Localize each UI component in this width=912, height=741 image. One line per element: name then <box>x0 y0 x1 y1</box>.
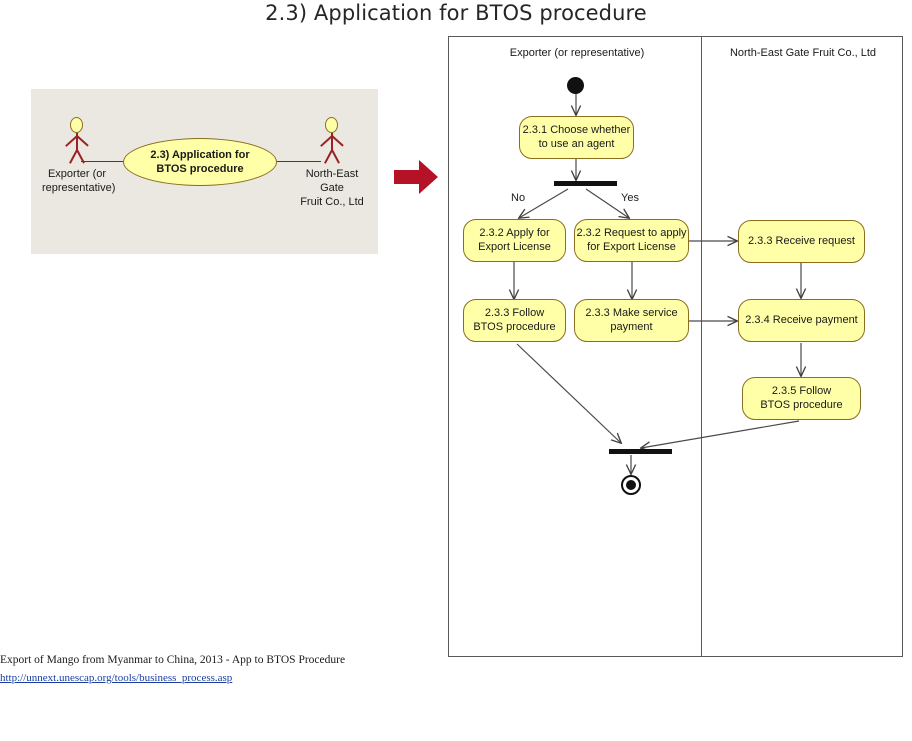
action-node-2-3-1[interactable]: 2.3.1 Choose whether to use an agent <box>519 116 634 159</box>
actor-figure-icon <box>315 117 349 165</box>
actor-head-icon <box>70 117 83 133</box>
footer-source-link[interactable]: http://unnext.unescap.org/tools/business… <box>0 672 233 684</box>
actor-figure-icon <box>60 117 94 165</box>
decision-fork-bar <box>554 181 617 186</box>
actor-company: North-East Gate Fruit Co., Ltd <box>297 117 367 209</box>
swimlane-divider <box>701 37 703 656</box>
actor-body-icon <box>76 133 78 151</box>
actor-leg-right-icon <box>331 149 340 164</box>
footer: Export of Mango from Myanmar to China, 2… <box>0 653 420 686</box>
swimlane-header-exporter: Exporter (or representative) <box>509 47 645 59</box>
activity-diagram: Exporter (or representative) North-East … <box>448 36 903 657</box>
swimlane-header-company: North-East Gate Fruit Co., Ltd <box>729 47 877 59</box>
guard-label-no: No <box>511 192 526 204</box>
actor-arm-right-icon <box>331 135 344 147</box>
action-node-2-3-3-receive-request[interactable]: 2.3.3 Receive request <box>738 220 865 263</box>
action-node-2-3-5-follow[interactable]: 2.3.5 Follow BTOS procedure <box>742 377 861 420</box>
action-node-2-3-3-make-payment[interactable]: 2.3.3 Make service payment <box>574 299 689 342</box>
action-node-2-3-3-follow[interactable]: 2.3.3 Follow BTOS procedure <box>463 299 566 342</box>
action-node-2-3-2-request[interactable]: 2.3.2 Request to apply for Export Licens… <box>574 219 689 262</box>
actor-leg-right-icon <box>76 149 85 164</box>
right-arrow-icon <box>394 160 438 194</box>
actor-company-label: North-East Gate Fruit Co., Ltd <box>300 168 364 208</box>
association-line-right <box>276 161 321 163</box>
page-title: 2.3) Application for BTOS procedure <box>265 1 647 25</box>
final-node <box>621 475 641 495</box>
action-node-2-3-2-apply[interactable]: 2.3.2 Apply for Export License <box>463 219 566 262</box>
guard-label-yes: Yes <box>621 192 639 204</box>
actor-body-icon <box>331 133 333 151</box>
action-node-2-3-4-receive-payment[interactable]: 2.3.4 Receive payment <box>738 299 865 342</box>
footer-caption: Export of Mango from Myanmar to China, 2… <box>0 654 346 666</box>
activity-edges <box>449 94 904 658</box>
actor-arm-right-icon <box>76 135 89 147</box>
use-case-diagram-panel: Exporter (or representative) North-East … <box>31 89 378 254</box>
initial-node <box>567 77 584 94</box>
use-case-ellipse: 2.3) Application for BTOS procedure <box>123 138 277 186</box>
actor-exporter-label: Exporter (or representative) <box>42 168 116 194</box>
join-bar <box>609 449 672 454</box>
actor-exporter: Exporter (or representative) <box>42 117 116 195</box>
association-line-left <box>81 161 125 163</box>
actor-head-icon <box>325 117 338 133</box>
